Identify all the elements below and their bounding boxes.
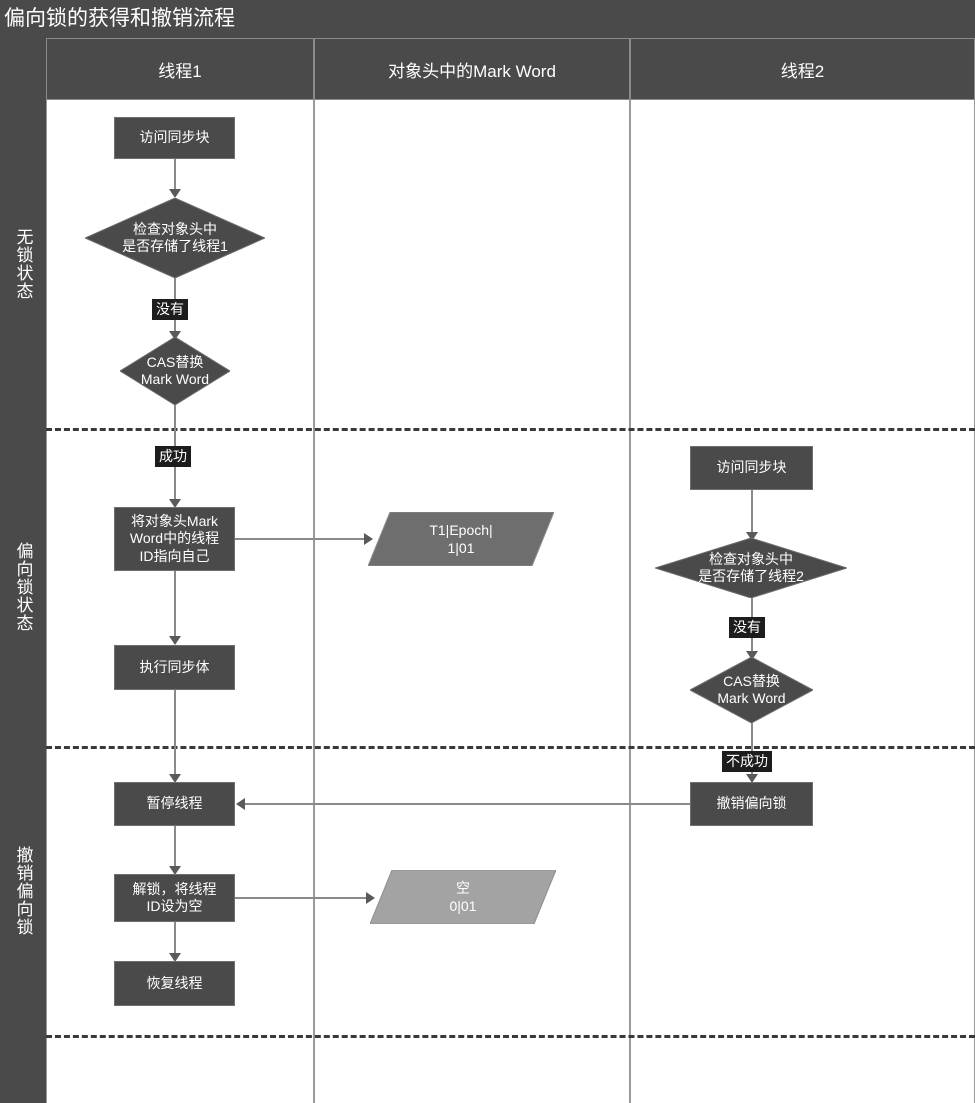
markword-state-biased[interactable]: T1|Epoch| 1|01 — [368, 512, 554, 566]
arrow-t1-4 — [169, 636, 181, 645]
connector-t1-5 — [174, 690, 176, 778]
connector-t1-7 — [174, 922, 176, 960]
connector-markword-2 — [235, 897, 370, 899]
diamond-shape — [120, 337, 230, 405]
phase-divider-1 — [46, 428, 975, 431]
swimlane-phase-column — [0, 38, 46, 1103]
diamond-shape — [690, 657, 813, 723]
column-body-markword — [314, 100, 630, 1103]
diamond-shape — [655, 538, 847, 598]
connector-markword-1 — [235, 538, 368, 540]
arrow-t1-2 — [169, 331, 181, 340]
node-t1-point-line1: 将对象头Mark — [130, 512, 219, 529]
parallelogram-shape — [370, 870, 556, 924]
node-t1-check-line1: 检查对象头中 — [133, 220, 217, 237]
page-title: 偏向锁的获得和撤销流程 — [0, 0, 975, 38]
arrow-t1-6 — [169, 866, 181, 875]
node-t1-point-thread-id-self[interactable]: 将对象头Mark Word中的线程 ID指向自己 — [114, 507, 235, 571]
arrow-t1-1 — [169, 189, 181, 198]
node-t1-execute-sync-body[interactable]: 执行同步体 — [114, 645, 235, 690]
node-t2-check-line2: 是否存储了线程2 — [698, 568, 804, 584]
arrow-t2-2 — [746, 651, 758, 660]
markword-unlocked-line2: 0|01 — [449, 898, 477, 914]
swimlane-label-unlocked: 无锁状态 — [13, 228, 33, 300]
swimlane-label-biased: 偏向锁状态 — [13, 542, 33, 632]
node-t1-check-line2: 是否存储了线程1 — [122, 238, 228, 254]
column-header-markword: 对象头中的Mark Word — [314, 38, 630, 100]
phase-divider-3 — [46, 1035, 975, 1038]
arrow-markword-1 — [364, 533, 373, 545]
node-t1-pause-thread[interactable]: 暂停线程 — [114, 782, 235, 826]
arrow-t2-to-t1 — [236, 798, 245, 810]
node-t2-cas-line1: CAS替换 — [723, 672, 780, 689]
markword-biased-line2: 1|01 — [447, 540, 475, 556]
node-t1-check-object-header[interactable]: 检查对象头中 是否存储了线程1 — [85, 198, 265, 278]
node-t1-unlock-clear-thread-id[interactable]: 解锁，将线程 ID设为空 — [114, 874, 235, 922]
connector-t1-1 — [174, 159, 176, 193]
edge-label-t1-success: 成功 — [155, 446, 191, 467]
node-t1-cas-line1: CAS替换 — [146, 353, 204, 370]
edge-label-t2-no: 没有 — [729, 617, 765, 638]
edge-label-t2-fail: 不成功 — [722, 751, 772, 772]
node-t1-access-sync-block[interactable]: 访问同步块 — [114, 117, 235, 159]
arrow-t1-7 — [169, 953, 181, 962]
arrow-t2-3 — [746, 774, 758, 783]
connector-t1-4 — [174, 571, 176, 641]
parallelogram-shape — [368, 512, 554, 566]
markword-state-unlocked[interactable]: 空 0|01 — [370, 870, 556, 924]
markword-unlocked-line1: 空 — [456, 879, 470, 896]
node-t2-cas-line2: Mark Word — [717, 690, 786, 706]
node-t1-resume-thread[interactable]: 恢复线程 — [114, 961, 235, 1006]
node-t1-point-line2: Word中的线程 — [129, 530, 220, 547]
node-t1-unlock-line1: 解锁，将线程 — [132, 880, 217, 897]
arrow-t2-1 — [746, 532, 758, 541]
node-t1-unlock-line2: ID设为空 — [146, 898, 203, 914]
column-body-thread2 — [630, 100, 975, 1103]
diamond-shape — [85, 198, 265, 278]
node-t2-cas-replace-markword[interactable]: CAS替换 Mark Word — [690, 657, 813, 723]
node-t1-cas-line2: Mark Word — [140, 371, 210, 387]
connector-t2-1 — [751, 490, 753, 538]
node-t1-cas-replace-markword[interactable]: CAS替换 Mark Word — [120, 337, 230, 405]
swimlane-label-revoke: 撤销偏向锁 — [13, 845, 33, 936]
node-t2-check-line1: 检查对象头中 — [709, 550, 793, 567]
connector-t2-to-t1 — [242, 803, 690, 805]
arrow-t1-3 — [169, 499, 181, 508]
markword-biased-line1: T1|Epoch| — [429, 521, 493, 538]
column-header-thread2: 线程2 — [630, 38, 975, 100]
connector-t1-6 — [174, 826, 176, 872]
node-t1-point-line3: ID指向自己 — [139, 547, 210, 564]
node-t2-revoke-biased-lock[interactable]: 撤销偏向锁 — [690, 782, 813, 826]
edge-label-t1-no: 没有 — [152, 299, 188, 320]
column-header-thread1: 线程1 — [46, 38, 314, 100]
node-t2-check-object-header[interactable]: 检查对象头中 是否存储了线程2 — [655, 538, 847, 598]
arrow-markword-2 — [366, 892, 375, 904]
arrow-t1-5 — [169, 774, 181, 783]
node-t2-access-sync-block[interactable]: 访问同步块 — [690, 446, 813, 490]
phase-divider-2 — [46, 746, 975, 749]
